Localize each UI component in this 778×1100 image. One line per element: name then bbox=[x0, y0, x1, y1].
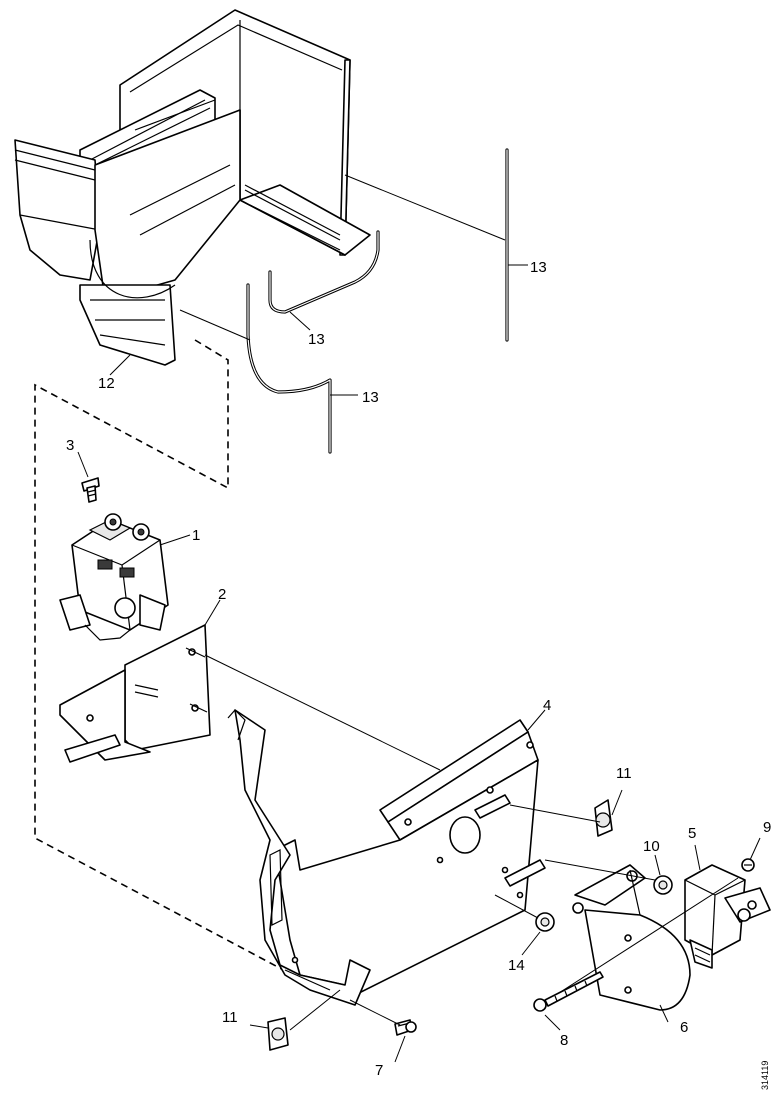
callout-9: 9 bbox=[763, 819, 771, 836]
leader-13b bbox=[289, 311, 311, 331]
leader-12 bbox=[109, 354, 131, 376]
nut-14 bbox=[521, 912, 555, 956]
callout-13-right: 13 bbox=[530, 259, 547, 276]
callout-3: 3 bbox=[66, 437, 74, 454]
callout-13-lower: 13 bbox=[362, 389, 379, 406]
callout-5: 5 bbox=[688, 825, 696, 842]
nut-10 bbox=[653, 854, 673, 895]
callout-10: 10 bbox=[643, 838, 660, 855]
callout-7: 7 bbox=[375, 1062, 383, 1079]
screw-3 bbox=[81, 477, 100, 503]
callout-11-upper: 11 bbox=[616, 765, 632, 782]
callout-12: 12 bbox=[98, 375, 115, 392]
callout-8: 8 bbox=[560, 1032, 568, 1049]
callout-1: 1 bbox=[192, 527, 200, 544]
guard-6 bbox=[572, 864, 691, 1023]
tube-13-bent bbox=[268, 230, 380, 314]
leader-3 bbox=[77, 451, 89, 478]
valve-1 bbox=[59, 513, 191, 641]
switch-5 bbox=[684, 844, 771, 969]
callout-6: 6 bbox=[680, 1019, 688, 1036]
callout-4: 4 bbox=[543, 697, 551, 714]
dispenser-housing bbox=[14, 9, 371, 366]
mounting-plate-4 bbox=[227, 709, 546, 1006]
clip-11-upper bbox=[594, 789, 623, 837]
callout-13-middle: 13 bbox=[308, 331, 325, 348]
callout-14: 14 bbox=[508, 957, 525, 974]
document-id: 314119 bbox=[760, 1061, 770, 1090]
clip-11-lower bbox=[249, 1017, 289, 1051]
screw-8 bbox=[533, 971, 604, 1031]
tube-13-lower bbox=[246, 283, 332, 454]
callout-2: 2 bbox=[218, 586, 226, 603]
screw-7 bbox=[394, 1019, 417, 1063]
bracket-2 bbox=[59, 599, 221, 763]
screw-9 bbox=[741, 837, 761, 872]
callout-11-lower: 11 bbox=[222, 1009, 238, 1026]
